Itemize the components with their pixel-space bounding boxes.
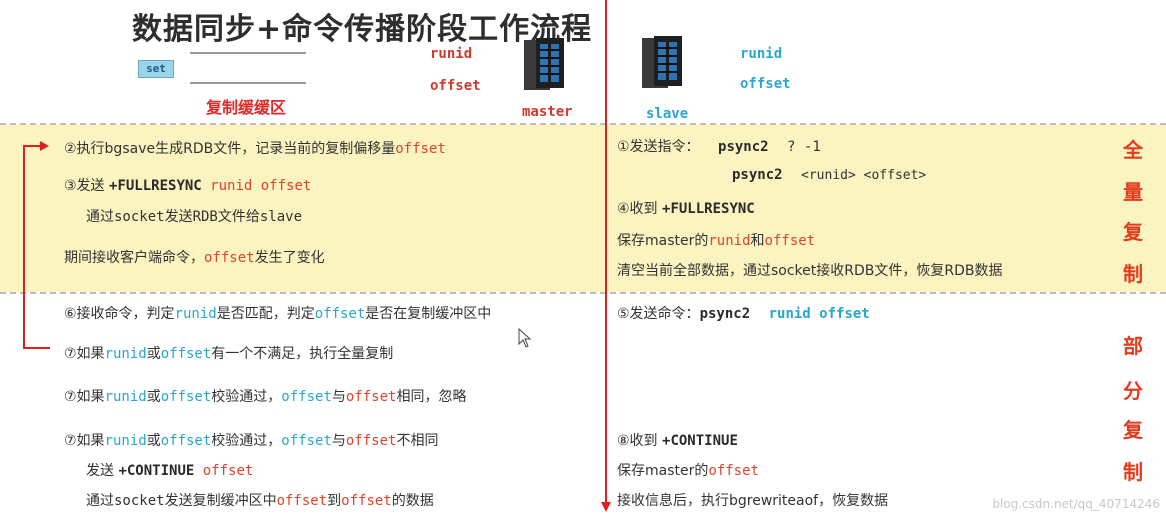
buffer-line-1: [190, 52, 306, 54]
mouse-cursor-icon: [518, 328, 532, 348]
dashed-separator-top: [0, 123, 1166, 125]
full-step-3: ③发送 +FULLRESYNC runid offset: [64, 178, 312, 194]
slave-server-icon: [642, 36, 682, 88]
master-slave-divider: [605, 0, 607, 509]
partial-step-6: ⑥接收命令，判定runid是否匹配，判定offset是否在复制缓冲区中: [64, 306, 492, 322]
side-full-4: 制: [1123, 262, 1143, 286]
partial-step-7-diff: ⑦如果runid或offset校验通过，offset与offset不相同: [64, 433, 439, 449]
side-full-2: 量: [1123, 180, 1143, 204]
side-partial-2: 分: [1123, 379, 1143, 403]
side-full-1: 全: [1123, 138, 1143, 162]
partial-step-8: ⑧收到 +CONTINUE: [617, 433, 738, 449]
master-server-icon: [524, 38, 564, 90]
buffer-label: 复制缓缓区: [206, 98, 287, 117]
full-save-runid-offset: 保存master的runid和offset: [617, 233, 816, 249]
full-step-3-detail: 通过socket发送RDB文件给slave: [86, 209, 303, 225]
fallback-arrow-icon: [23, 141, 50, 349]
side-partial-3: 复: [1123, 418, 1143, 442]
master-label: master: [522, 104, 573, 120]
slave-runid-label: runid: [740, 46, 783, 62]
partial-save-offset: 保存master的offset: [617, 463, 759, 479]
full-sync-band: [0, 124, 1166, 292]
full-offset-change: 期间接收客户端命令，offset发生了变化: [64, 250, 325, 266]
side-full-3: 复: [1123, 220, 1143, 244]
master-offset-label: offset: [430, 78, 481, 94]
full-step-1: ①发送指令： psync2 ? -1: [617, 139, 821, 155]
set-badge: set: [138, 60, 174, 78]
partial-send-buffer: 通过socket发送复制缓冲区中offset到offset的数据: [86, 493, 434, 509]
partial-restore: 接收信息后，执行bgrewriteaof，恢复数据: [617, 493, 889, 509]
slave-label: slave: [646, 106, 689, 122]
page-title: 数据同步+命令传播阶段工作流程: [132, 12, 593, 47]
watermark: blog.csdn.net/qq_40714246: [992, 497, 1160, 511]
divider-arrow-icon: [601, 502, 611, 512]
partial-step-7-same: ⑦如果runid或offset校验通过，offset与offset相同，忽略: [64, 389, 467, 405]
partial-step-5: ⑤发送命令：psync2 runid offset: [617, 306, 870, 322]
dashed-separator-middle: [0, 292, 1166, 294]
buffer-line-2: [190, 82, 306, 84]
partial-send-continue: 发送 +CONTINUE offset: [86, 463, 254, 479]
full-step-4: ④收到 +FULLRESYNC: [617, 201, 755, 217]
full-step-2: ②执行bgsave生成RDB文件，记录当前的复制偏移量offset: [64, 141, 446, 157]
side-partial-4: 制: [1123, 460, 1143, 484]
full-load-rdb: 清空当前全部数据，通过socket接收RDB文件，恢复RDB数据: [617, 263, 1003, 279]
master-runid-label: runid: [430, 46, 473, 62]
partial-step-7-mismatch: ⑦如果runid或offset有一个不满足，执行全量复制: [64, 346, 394, 362]
full-step-1-alt: psync2 <runid> <offset>: [732, 167, 927, 183]
side-partial-1: 部: [1123, 334, 1143, 358]
slave-offset-label: offset: [740, 76, 791, 92]
